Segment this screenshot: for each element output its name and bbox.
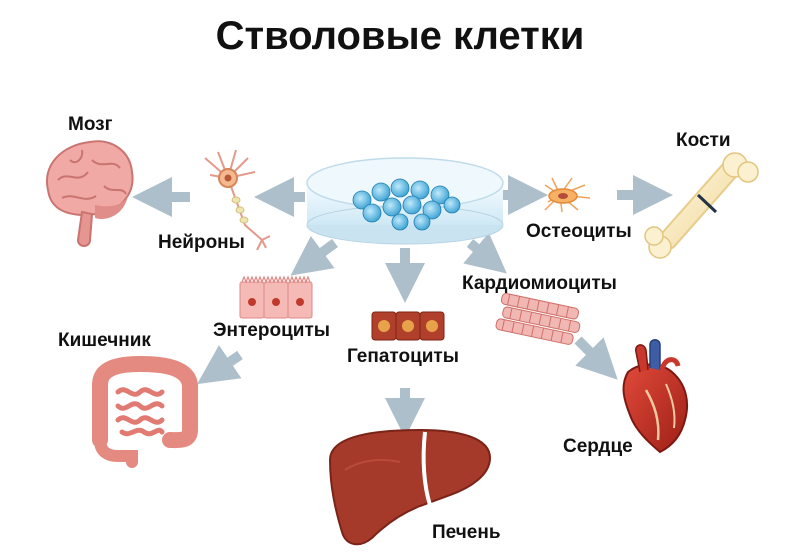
arrow-to-heart — [574, 336, 618, 380]
label-liver: Печень — [432, 522, 501, 543]
bone-illustration — [644, 152, 759, 259]
arrows — [132, 175, 673, 438]
arrow-to-cardiomyocytes — [463, 232, 507, 274]
label-neurons: Нейроны — [158, 232, 245, 253]
liver-illustration — [328, 428, 492, 546]
label-brain: Мозг — [68, 114, 113, 135]
label-cardiomyocytes: Кардиомиоциты — [462, 273, 617, 294]
arrow-to-intestine — [197, 345, 243, 385]
diagram-title: Стволовые клетки — [215, 14, 585, 58]
brain-illustration — [45, 140, 134, 247]
neuron-illustration — [204, 149, 271, 251]
label-enterocytes: Энтероциты — [213, 320, 330, 341]
label-heart: Сердце — [563, 436, 633, 457]
arrow-to-enterocytes — [290, 235, 338, 276]
enterocytes-illustration — [239, 275, 313, 319]
label-osteocytes: Остеоциты — [526, 221, 632, 242]
heart-illustration — [622, 339, 689, 454]
label-bones: Кости — [676, 130, 731, 151]
label-hepatocytes: Гепатоциты — [347, 346, 459, 367]
osteocyte-illustration — [544, 177, 591, 213]
hepatocytes-illustration — [371, 311, 445, 341]
intestine-illustration — [92, 355, 198, 468]
label-intestine: Кишечник — [58, 330, 151, 351]
cardiomyocytes-illustration — [495, 292, 581, 345]
petri-dish — [306, 157, 504, 245]
stem-cells — [352, 178, 461, 231]
